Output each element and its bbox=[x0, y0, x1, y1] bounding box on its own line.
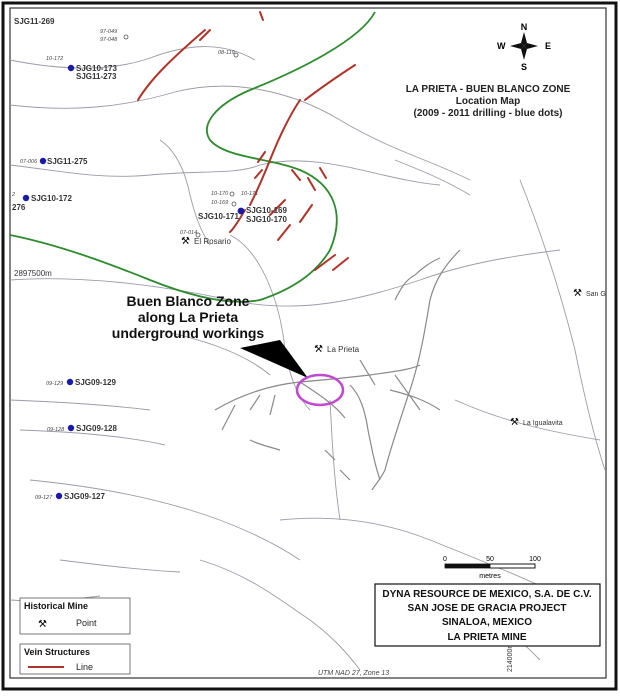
scale-tick-50: 50 bbox=[486, 556, 494, 563]
underground-workings bbox=[214, 249, 461, 491]
callout-arrow bbox=[240, 340, 308, 378]
drill-hole-tag: 09-127 bbox=[35, 495, 53, 501]
drill-hole-sjg09-128[interactable]: SJG09-128 09-128 bbox=[47, 424, 117, 433]
label-08-119: 08-119 bbox=[218, 50, 235, 56]
legend: Historical Mine ⚒ Point Vein Structures … bbox=[19, 597, 131, 675]
label-97-049: 97-049 bbox=[100, 29, 117, 35]
mine-label: La Igualavita bbox=[523, 420, 563, 427]
drill-hole-label: SJG11-275 bbox=[47, 157, 88, 166]
label-10-171: 10-171 bbox=[241, 191, 258, 197]
pick-axe-icon: ⚒ bbox=[181, 236, 190, 247]
callout-line-3: underground workings bbox=[112, 325, 265, 341]
drill-hole-sjg10-172[interactable]: SJG10-172 2 bbox=[11, 192, 72, 203]
compass-n: N bbox=[521, 22, 528, 32]
drill-hole-sjg10-169[interactable]: SJG10-169 SJG10-170 bbox=[237, 206, 288, 224]
drill-hole-tag: 10-172 bbox=[46, 56, 63, 62]
map-caption: (2009 - 2011 drilling - blue dots) bbox=[414, 108, 563, 119]
drill-hole-sjg09-129[interactable]: SJG09-129 09-129 bbox=[46, 378, 116, 387]
drill-hole-dot bbox=[66, 378, 74, 386]
mine-label: San G bbox=[586, 291, 606, 298]
drill-hole-dot bbox=[22, 194, 30, 202]
title-block-line-3: SINALOA, MEXICO bbox=[442, 617, 532, 628]
drill-hole-label: SJG10-173 bbox=[76, 64, 117, 73]
green-contact-line bbox=[9, 11, 376, 303]
drill-hole-label: SJG10-172 bbox=[31, 194, 72, 203]
easting-label: 214000m bbox=[507, 643, 514, 672]
title-block-line-4: LA PRIETA MINE bbox=[447, 632, 526, 643]
drill-hole-dot bbox=[55, 492, 63, 500]
mine-label: El Rosario bbox=[194, 237, 231, 246]
mine-el-rosario[interactable]: ⚒ El Rosario bbox=[181, 236, 231, 247]
drill-hole-label: SJG09-129 bbox=[75, 378, 116, 387]
northing-label: 2897500m bbox=[14, 269, 52, 278]
drill-hole-sjg11-275[interactable]: SJG11-275 07-006 bbox=[20, 157, 88, 166]
mine-la-prieta[interactable]: ⚒ La Prieta bbox=[314, 344, 360, 355]
pick-axe-icon: ⚒ bbox=[314, 344, 323, 355]
title-block-line-1: DYNA RESOURCE DE MEXICO, S.A. DE C.V. bbox=[382, 589, 592, 600]
legend-historical-item: Point bbox=[76, 618, 97, 628]
mine-san-g[interactable]: ⚒ San G bbox=[573, 288, 606, 299]
pick-axe-icon: ⚒ bbox=[573, 288, 582, 299]
title-block-line-2: SAN JOSE DE GRACIA PROJECT bbox=[407, 603, 566, 614]
drill-hole-label: SJG10-169 bbox=[246, 206, 287, 215]
compass-e: E bbox=[545, 41, 551, 51]
label-276: 276 bbox=[12, 203, 26, 212]
historic-drill-markers bbox=[123, 34, 239, 238]
drill-hole-label: SJG09-128 bbox=[76, 424, 117, 433]
legend-historical-box bbox=[19, 597, 131, 635]
green-boundary-lines bbox=[9, 11, 376, 303]
map-title: LA PRIETA - BUEN BLANCO ZONE bbox=[406, 84, 571, 95]
scale-unit: metres bbox=[479, 573, 501, 580]
label-07-014: 07-014 bbox=[180, 230, 197, 236]
compass-w: W bbox=[497, 41, 506, 51]
label-10-170: 10-170 bbox=[211, 191, 229, 197]
legend-vein-item: Line bbox=[76, 662, 93, 672]
drill-hole-tag: 2 bbox=[11, 192, 15, 198]
label-97-048: 97-048 bbox=[100, 37, 118, 43]
drill-holes: SJG10-173 SJG11-273 10-172 SJG11-275 07-… bbox=[11, 56, 287, 501]
mine-label: La Prieta bbox=[327, 345, 360, 354]
compass-s: S bbox=[521, 62, 527, 72]
utm-label: UTM NAD 27, Zone 13 bbox=[318, 670, 389, 677]
drill-hole-dot bbox=[67, 64, 75, 72]
pick-axe-icon: ⚒ bbox=[38, 619, 47, 630]
drill-hole-tag: 09-128 bbox=[47, 427, 65, 433]
mine-la-igualavita[interactable]: ⚒ La Igualavita bbox=[510, 417, 563, 428]
buen-blanco-zone-circle bbox=[295, 373, 345, 407]
drill-hole-dot bbox=[39, 157, 47, 165]
scale-bar: 0 50 100 metres bbox=[443, 556, 541, 580]
drill-hole-sjg09-127[interactable]: SJG09-127 09-127 bbox=[35, 492, 105, 501]
drill-hole-label: SJG09-127 bbox=[64, 492, 105, 501]
vein-structures bbox=[137, 11, 356, 271]
title-block: DYNA RESOURCE DE MEXICO, S.A. DE C.V. SA… bbox=[374, 583, 601, 647]
drill-hole-label-2: SJG10-170 bbox=[246, 215, 287, 224]
drill-hole-sjg10-173[interactable]: SJG10-173 SJG11-273 10-172 bbox=[46, 56, 117, 81]
drill-hole-tag: 07-006 bbox=[20, 159, 38, 165]
label-10-169: 10-169 bbox=[211, 200, 228, 206]
scale-tick-100: 100 bbox=[529, 556, 541, 563]
label-sjg11-269: SJG11-269 bbox=[14, 17, 55, 26]
compass-rose-icon: N S E W bbox=[497, 22, 551, 72]
legend-historical-title: Historical Mine bbox=[24, 601, 88, 611]
map-subtitle: Location Map bbox=[456, 96, 520, 107]
pick-axe-icon: ⚒ bbox=[510, 417, 519, 428]
drill-hole-dot bbox=[67, 424, 75, 432]
drill-hole-label-2: SJG11-273 bbox=[76, 72, 117, 81]
historical-mines: ⚒ El Rosario ⚒ La Prieta ⚒ La Igualavita… bbox=[181, 236, 606, 428]
legend-vein-box bbox=[19, 643, 131, 675]
scale-tick-0: 0 bbox=[443, 556, 447, 563]
label-sjg10-171: SJG10-171 bbox=[198, 212, 239, 221]
drill-hole-dot bbox=[237, 207, 245, 215]
legend-vein-title: Vein Structures bbox=[24, 647, 90, 657]
drill-hole-tag: 09-129 bbox=[46, 381, 63, 387]
callout-line-2: along La Prieta bbox=[138, 309, 239, 325]
callout-line-1: Buen Blanco Zone bbox=[127, 293, 250, 309]
